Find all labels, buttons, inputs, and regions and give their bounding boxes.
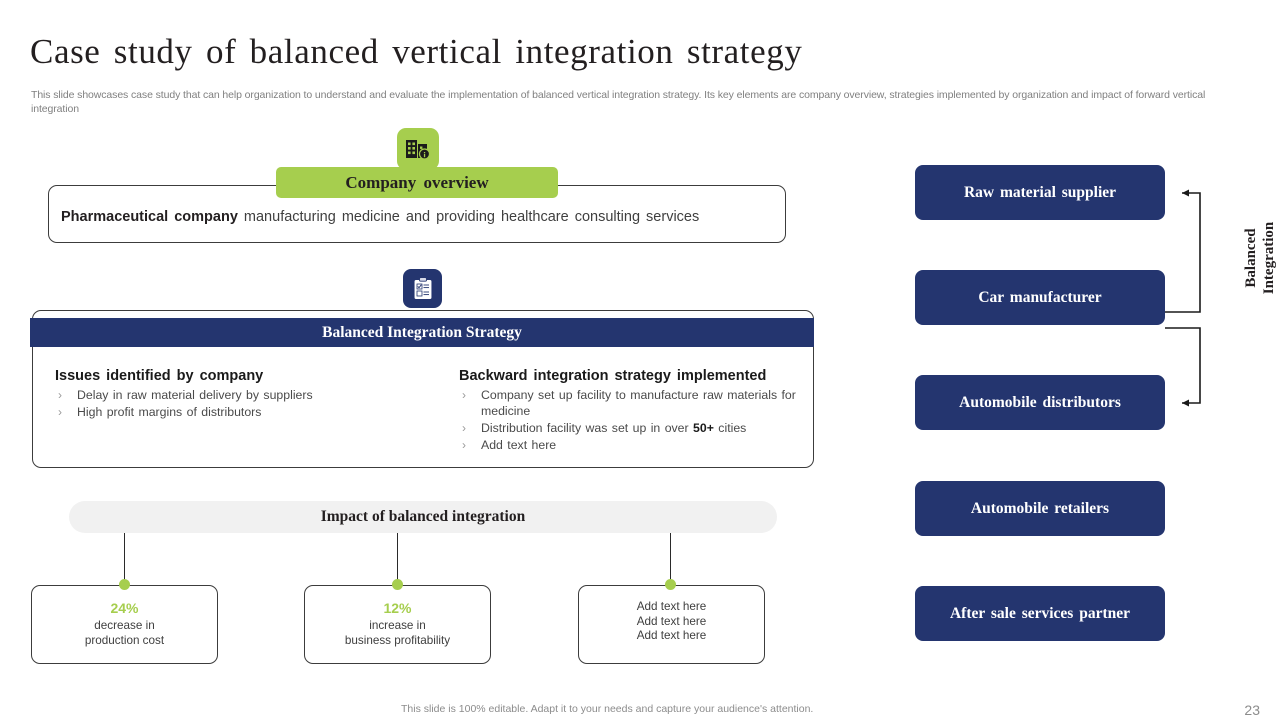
- chain-box-after-sale-services-partner[interactable]: After sale services partner: [915, 586, 1165, 641]
- list-item: › Company set up facility to manufacture …: [459, 387, 809, 419]
- list-item-text-tail: cities: [713, 421, 747, 435]
- list-item-text: Delay in raw material delivery by suppli…: [77, 388, 313, 402]
- chain-box-car-manufacturer[interactable]: Car manufacturer: [915, 270, 1165, 325]
- impact-card-description: Add text here Add text here Add text her…: [636, 600, 707, 642]
- strategy-header: Balanced Integration Strategy: [30, 318, 814, 347]
- impact-node-dot: [119, 579, 130, 590]
- left-edge-rule: [0, 0, 8, 720]
- chevron-right-icon: ›: [462, 421, 466, 435]
- impact-node-dot: [392, 579, 403, 590]
- page-number: 23: [1244, 702, 1260, 718]
- footer-note: This slide is 100% editable. Adapt it to…: [401, 703, 814, 715]
- list-item-text: Distribution facility was set up in over: [481, 421, 694, 435]
- list-item: › Add text here: [459, 437, 809, 453]
- list-item-text: High profit margins of distributors: [77, 405, 262, 419]
- chain-box-automobile-distributors[interactable]: Automobile distributors: [915, 375, 1165, 430]
- strategy-column-issues: Issues identified by company › Delay in r…: [55, 368, 445, 421]
- impact-card: 24% decrease in production cost: [31, 585, 218, 664]
- strategy-column-backward: Backward integration strategy implemente…: [459, 368, 809, 454]
- chevron-right-icon: ›: [58, 388, 62, 402]
- company-overview-banner: Company overview: [276, 167, 558, 198]
- impact-connector-line: [397, 533, 399, 585]
- impact-card: 12% increase in business profitability: [304, 585, 491, 664]
- chain-box-automobile-retailers[interactable]: Automobile retailers: [915, 481, 1165, 536]
- impact-card-percent: 24%: [110, 600, 139, 616]
- company-overview-description-rest: manufacturing medicine and providing hea…: [237, 209, 700, 225]
- list-item: › Delay in raw material delivery by suppl…: [55, 387, 445, 403]
- page-subtitle: This slide showcases case study that can…: [31, 89, 1206, 115]
- company-overview-description-bold: Pharmaceutical company: [61, 209, 238, 225]
- impact-bar-label: Impact of balanced integration: [69, 501, 777, 533]
- chevron-right-icon: ›: [58, 405, 62, 419]
- company-overview-description: Pharmaceutical company manufacturing med…: [61, 209, 699, 225]
- list-item-text: Company set up facility to manufacture r…: [481, 388, 796, 418]
- building-info-icon: [397, 128, 439, 170]
- strategy-issues-list: › Delay in raw material delivery by suppl…: [55, 387, 445, 420]
- clipboard-icon: [403, 269, 442, 308]
- impact-connector-line: [670, 533, 672, 585]
- strategy-column-heading: Issues identified by company: [55, 368, 264, 384]
- chain-box-raw-material-supplier[interactable]: Raw material supplier: [915, 165, 1165, 220]
- list-item: › High profit margins of distributors: [55, 404, 445, 420]
- impact-connector-line: [124, 533, 126, 585]
- chain-vertical-label: Balanced Integration: [1243, 221, 1277, 295]
- impact-card-description: decrease in production cost: [84, 619, 165, 647]
- impact-card-description: increase in business profitability: [344, 619, 451, 647]
- impact-card-percent: 12%: [383, 600, 412, 616]
- page-title: Case study of balanced vertical integrat…: [30, 32, 803, 71]
- list-item-emphasis: 50+: [693, 421, 714, 435]
- strategy-backward-list: › Company set up facility to manufacture …: [459, 387, 809, 453]
- impact-card: Add text here Add text here Add text her…: [578, 585, 765, 664]
- list-item-text: Add text here: [481, 438, 557, 452]
- strategy-column-heading: Backward integration strategy implemente…: [459, 368, 767, 384]
- chevron-right-icon: ›: [462, 438, 466, 452]
- list-item: › Distribution facility was set up in ove…: [459, 420, 809, 436]
- impact-node-dot: [665, 579, 676, 590]
- chain-connector-arrows: [1165, 189, 1201, 407]
- chevron-right-icon: ›: [462, 388, 466, 402]
